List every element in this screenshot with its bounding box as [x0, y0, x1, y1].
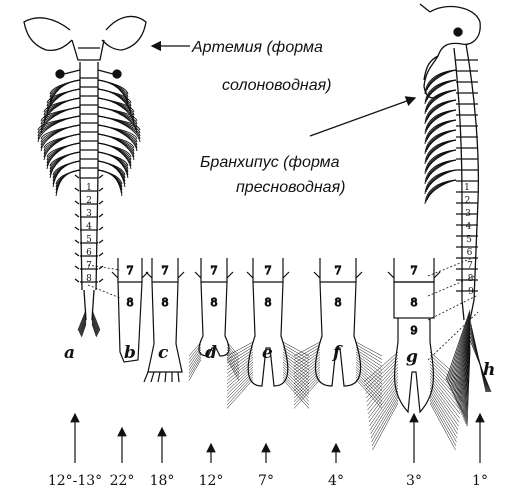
branchipus-segment-1: 1: [464, 183, 470, 193]
segment-label-9: 9: [411, 324, 418, 337]
temperature-label-c: 18°: [150, 473, 175, 489]
branchipus-segment-9: 9: [468, 287, 474, 297]
branchipus-label-line1: Бранхипус (форма: [200, 154, 340, 171]
temperature-label-f: 4°: [328, 473, 344, 489]
segment-label-8: 8: [265, 296, 272, 309]
artemia-segment-3: 3: [86, 209, 92, 219]
figure-letter-b: b: [124, 343, 136, 363]
temperature-row: 12°-13° 22° 18° 12° 7° 4° 3° 1°: [48, 414, 488, 489]
branchipus-segment-3: 3: [465, 209, 471, 219]
segment-label-7: 7: [335, 264, 342, 277]
segment-label-8: 8: [211, 296, 218, 309]
artemia-segment-6: 6: [86, 248, 92, 258]
branchipus-segment-4: 4: [466, 222, 472, 232]
temperature-label-h: 1°: [472, 473, 488, 489]
segment-label-7: 7: [411, 264, 418, 277]
segment-label-8: 8: [162, 296, 169, 309]
artemia-segment-5: 5: [86, 235, 92, 245]
branchipus-eye: [454, 28, 462, 36]
artemia-label-line2: солоноводная): [222, 77, 332, 94]
figure-letter-d: d: [205, 343, 217, 363]
figure-letter-g: g: [406, 347, 418, 367]
figure-letter-h: h: [483, 360, 495, 380]
artemia-segment-4: 4: [86, 222, 92, 232]
figure-letter-c: c: [158, 343, 169, 363]
segment-label-7: 7: [162, 264, 169, 277]
branchipus-label: Бранхипус (форма пресноводная): [200, 98, 415, 196]
tail-figure-e: 78: [227, 258, 309, 409]
temperature-label-g: 3°: [406, 473, 422, 489]
branchipus-segment-8: 8: [468, 274, 474, 284]
branchipus-segment-5: 5: [466, 235, 472, 245]
artemia-segment-8: 8: [86, 274, 92, 284]
segment-label-8: 8: [335, 296, 342, 309]
segment-label-8: 8: [411, 296, 418, 309]
artemia-eye-right: [113, 70, 121, 78]
tail-figure-c: 78: [144, 258, 184, 382]
artemia-segment-2: 2: [86, 196, 92, 206]
artemia-segment-numbers: 1 2 3 4 5 6 7 8: [86, 183, 92, 284]
temperature-label-a: 12°-13°: [48, 473, 102, 489]
artemia-label-line1: Артемия (форма: [191, 39, 323, 56]
temperature-label-d: 12°: [199, 473, 224, 489]
branchipus-figure: [420, 4, 491, 426]
branchipus-segment-7: 7: [467, 261, 473, 271]
segment-label-7: 7: [265, 264, 272, 277]
branchipus-label-line2: пресноводная): [236, 179, 345, 196]
artemia-eye-left: [56, 70, 64, 78]
temperature-label-b: 22°: [110, 473, 135, 489]
artemia-antenna-left: [24, 18, 72, 51]
segment-label-8: 8: [127, 296, 134, 309]
artemia-segment-1: 1: [86, 183, 92, 193]
branchipus-segment-6: 6: [467, 248, 473, 258]
segment-label-7: 7: [127, 264, 134, 277]
artemia-label: Артемия (форма солоноводная): [152, 39, 332, 94]
figure-letter-a: a: [64, 343, 75, 363]
branchipus-segment-2: 2: [465, 196, 471, 206]
figure-letter-e: e: [262, 343, 273, 363]
artemia-segment-7: 7: [86, 261, 92, 271]
artemia-figure: [24, 16, 146, 337]
artemia-antenna-right: [102, 16, 146, 50]
segment-label-7: 7: [211, 264, 218, 277]
temperature-label-e: 7°: [258, 473, 274, 489]
